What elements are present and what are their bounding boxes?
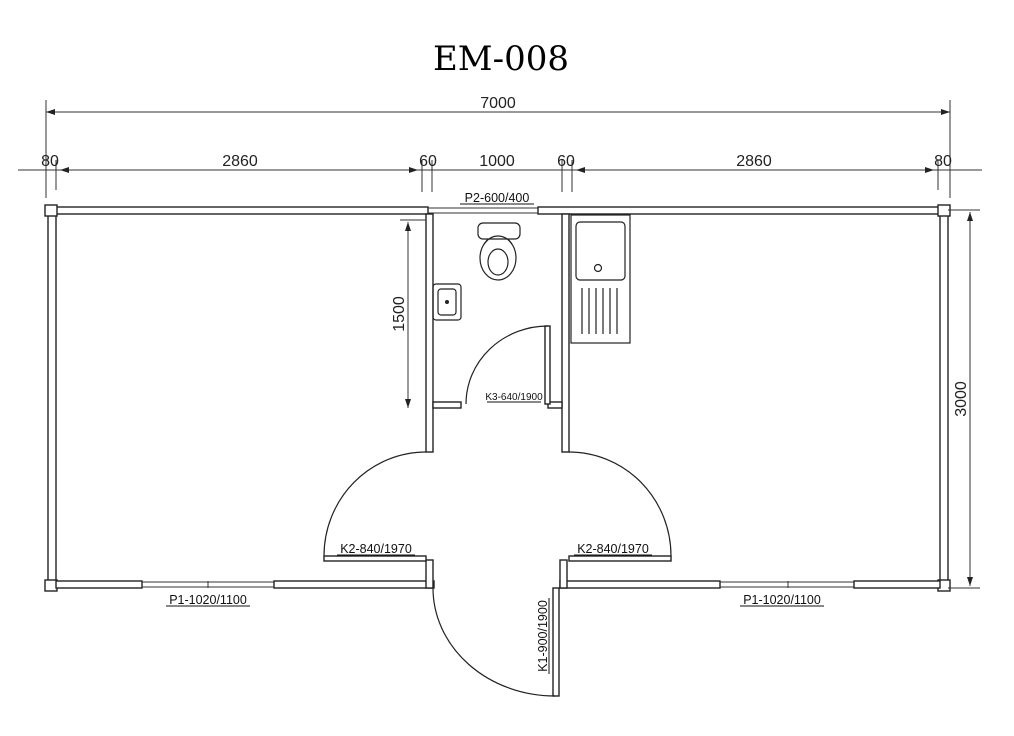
dim-seg-7: 80	[934, 153, 952, 170]
interior-walls	[323, 213, 672, 697]
label-window-left: P1-1020/1100	[169, 593, 247, 607]
opening-labels: P2-600/400 K3-640/1900 K2-840/1970 K2-84…	[166, 191, 824, 674]
dim-seg-1: 80	[41, 153, 59, 170]
door-swings	[323, 325, 672, 697]
dim-seg-2: 2860	[222, 153, 258, 170]
toilet-icon	[477, 222, 521, 281]
label-door-right-room: K2-840/1970	[577, 542, 649, 556]
label-door-wc: K3-640/1900	[485, 392, 543, 403]
overall-dimension: 7000	[45, 95, 951, 198]
wc-depth-dimension: 1500	[391, 219, 426, 408]
label-door-entrance: K1-900/1900	[536, 600, 550, 672]
wc-depth-label: 1500	[391, 296, 408, 332]
plan-title: EM-008	[433, 39, 569, 79]
dim-seg-3: 60	[419, 153, 437, 170]
washbasin-icon	[432, 283, 462, 321]
outer-walls	[44, 204, 951, 592]
room-depth-label: 3000	[953, 381, 970, 417]
overall-width-label: 7000	[480, 95, 516, 112]
dim-seg-4: 1000	[479, 153, 515, 170]
dim-seg-5: 60	[557, 153, 575, 170]
label-window-wc: P2-600/400	[465, 191, 530, 205]
label-window-right: P1-1020/1100	[743, 593, 821, 607]
room-depth-dimension: 3000	[948, 209, 980, 589]
segment-dimensions: 80 2860 60 1000 60 2860 80	[18, 153, 982, 192]
sink-drainer-icon	[570, 214, 631, 344]
label-door-left-room: K2-840/1970	[340, 542, 412, 556]
dim-seg-6: 2860	[736, 153, 772, 170]
